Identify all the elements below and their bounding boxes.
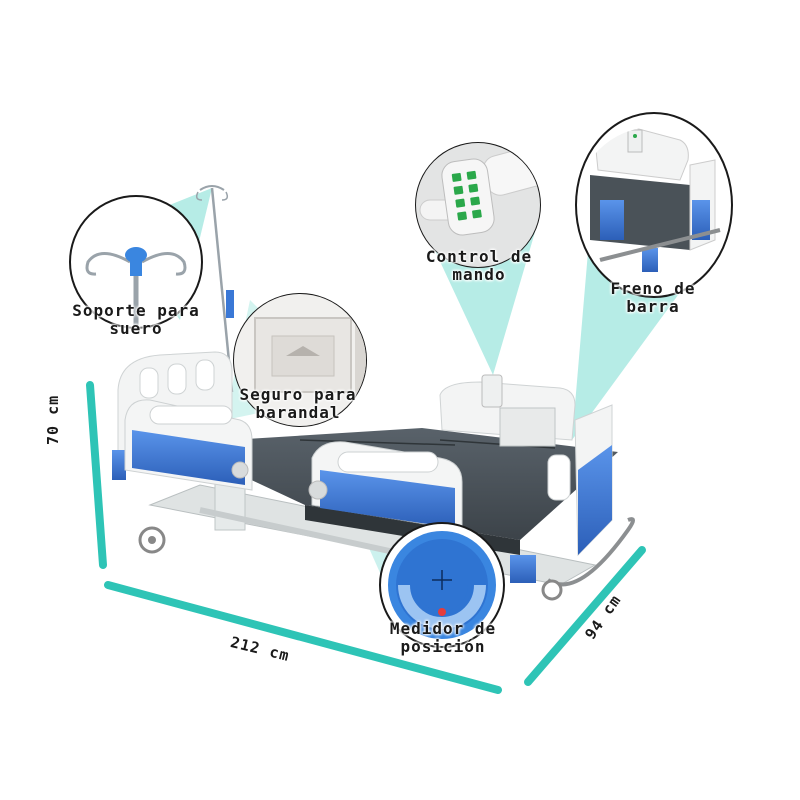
right-side-rail — [308, 441, 463, 531]
remote-callout — [415, 142, 541, 268]
angle-meter-callout — [379, 522, 505, 648]
left-side-rail — [124, 399, 253, 491]
width-dimension-line — [524, 546, 646, 686]
foot-board — [439, 374, 613, 583]
iv-pole-clip — [226, 290, 234, 318]
angle-indicator-icon — [438, 608, 446, 616]
dimension-lines — [86, 381, 646, 694]
brake-callout — [575, 112, 733, 298]
height-dimension-label: 70 cm — [44, 394, 62, 445]
height-dimension-line — [86, 381, 107, 569]
iv-hook-callout — [69, 195, 203, 329]
rail-lock-callout — [233, 293, 367, 427]
length-dimension-line — [104, 581, 502, 694]
